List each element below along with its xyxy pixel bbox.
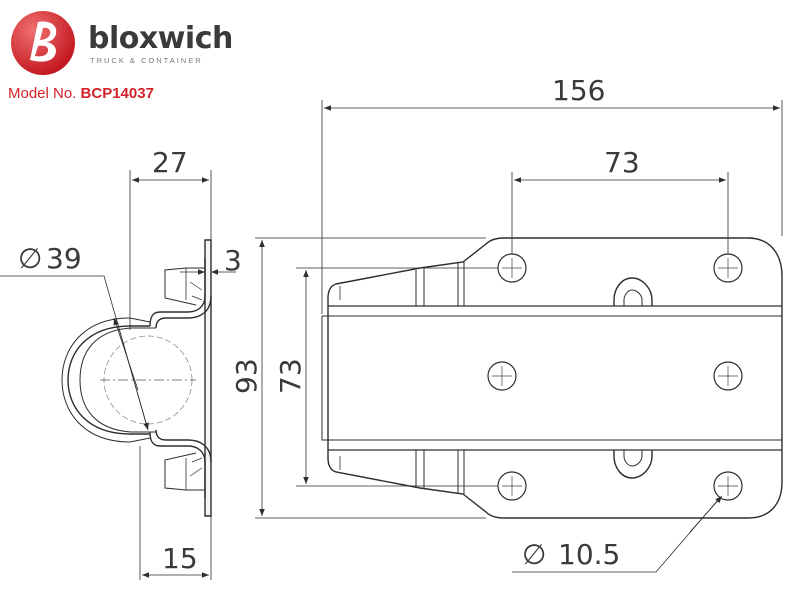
- plan-view: [321, 237, 783, 519]
- model-number: BCP14037: [80, 85, 154, 102]
- dimension-overall-length: 156: [552, 74, 605, 107]
- dimension-labels: 156 73 27 ∅ 39 3 93 73 15 ∅ 10.5: [18, 74, 640, 575]
- model-number-line: Model No. BCP14037: [8, 86, 154, 101]
- dimension-hole-diameter: 10.5: [558, 538, 620, 571]
- dimension-overall-height: 93: [230, 358, 263, 394]
- dimension-material-thickness: 3: [224, 244, 242, 277]
- side-profile-dimensions: [0, 170, 236, 580]
- dimension-hole-pitch-vertical: 73: [274, 358, 307, 394]
- model-label: Model No.: [8, 85, 77, 102]
- brand-logo: bloxwich TRUCK & CONTAINER: [8, 6, 238, 86]
- brand-name: bloxwich: [88, 21, 233, 56]
- diameter-symbol-hole: ∅: [522, 538, 546, 571]
- logo-emblem-icon: [11, 11, 75, 75]
- brand-tagline: TRUCK & CONTAINER: [90, 56, 203, 65]
- dimension-bend-diameter: 39: [46, 242, 82, 275]
- plan-view-dimensions: [255, 100, 783, 573]
- dimension-side-profile-depth: 27: [152, 146, 188, 179]
- diameter-symbol-bend: ∅: [18, 242, 42, 275]
- dimension-hole-pitch-horizontal: 73: [604, 146, 640, 179]
- side-profile-view: [61, 239, 212, 517]
- dimension-base-width: 15: [162, 542, 198, 575]
